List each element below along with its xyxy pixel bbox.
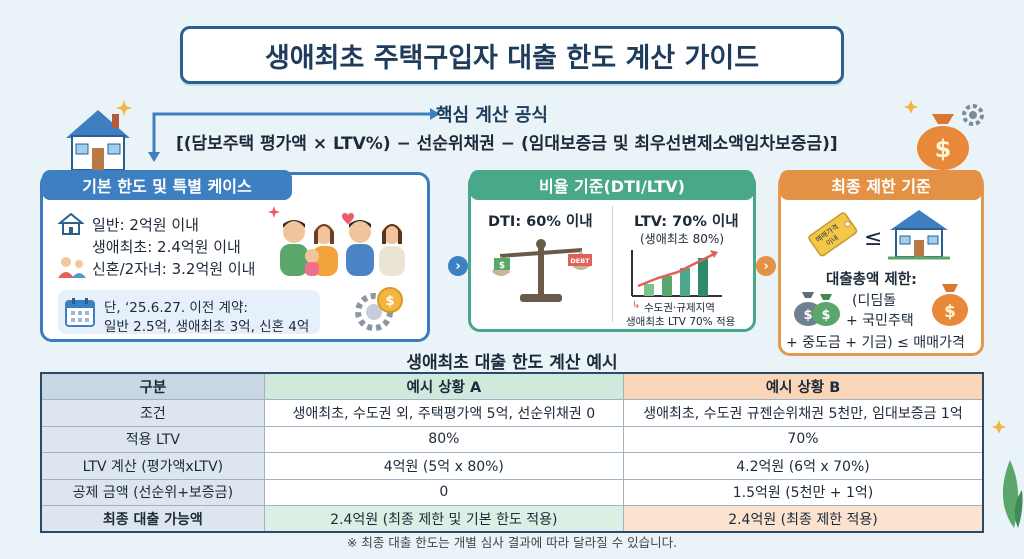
svg-text:$: $ (499, 261, 505, 271)
table-header-case-b: 예시 상황 B (622, 372, 984, 400)
example-table: 구분 예시 상황 A 예시 상황 B 조건 생애최초, 수도권 외, 주택평가액… (40, 372, 984, 533)
leaf-icon (1002, 460, 1023, 528)
table-cell-b: 1.5억원 (5천만 + 1억) (622, 478, 984, 506)
money-bag-icon: $ (917, 114, 969, 170)
table-row: 공제 금액 (선순위+보증금) 0 1.5억원 (5천만 + 1억) (40, 478, 984, 506)
page-title: 생애최초 주택구입자 대출 한도 계산 가이드 (180, 26, 844, 84)
table-cell-b: 생애최초, 수도권 규젠순위채권 5천만, 임대보증금 1억 (622, 399, 984, 427)
sparkle-icon (116, 100, 132, 116)
family-icon (280, 213, 405, 276)
table-cell-a: 2.4억원 (최종 제한 및 기본 한도 적용) (263, 505, 624, 533)
sparkle-icon (992, 420, 1006, 434)
table-cell-label: 적용 LTV (40, 425, 265, 453)
gear-icon (962, 104, 984, 126)
svg-text:$: $ (385, 294, 394, 309)
footnote: ※ 최종 대출 한도는 개별 심사 결과에 따라 달라질 수 있습니다. (346, 535, 678, 550)
money-bag-icon: $ (932, 284, 968, 326)
region-note-line2: 생애최초 LTV 70% 적용 (626, 316, 736, 328)
ltv-sub-label: (생애최초 80%) (640, 232, 725, 246)
svg-text:$: $ (944, 302, 956, 322)
money-bag-icon: $ $ (794, 292, 840, 326)
scale-icon: $ DEBT (492, 239, 592, 302)
sparkle-icon (904, 100, 918, 114)
table-cell-label: 공제 금액 (선순위+보증금) (40, 478, 265, 506)
formula-expression: [(담보주택 평가액 × LTV%) − 선순위채권 − (임대보증금 및 최우… (176, 134, 838, 154)
limit-line3: + 중도금 + 기금) ≤ 매매가격 (786, 335, 965, 351)
limit-line1: (디딤돌 (852, 293, 897, 309)
svg-text:$: $ (803, 308, 812, 323)
basic-limit-header: 기본 한도 및 특별 케이스 (42, 170, 292, 200)
limit-header: 최종 제한 기준 (780, 170, 982, 200)
contract-note-line1: 단, ‘25.6.27. 이전 계약: (104, 300, 248, 316)
table-header-case-a: 예시 상황 A (263, 372, 624, 400)
table-cell-label: 최종 대출 가능액 (40, 505, 265, 533)
table-header-row: 구분 예시 상황 A 예시 상황 B (40, 372, 984, 400)
table-cell-label: LTV 계산 (평가액xLTV) (40, 452, 265, 480)
price-tag-icon: 매매가격 이내 (808, 212, 858, 257)
table-cell-b: 2.4억원 (최종 제한 적용) (622, 505, 984, 533)
formula-heading: 핵심 계산 공식 (436, 105, 548, 126)
family-icon (58, 257, 86, 278)
table-cell-a: 0 (263, 478, 624, 506)
table-cell-a: 생애최초, 수도권 외, 주택평가액 5억, 선순위채권 0 (263, 399, 624, 427)
chevron-right-icon: › (448, 256, 468, 276)
house-icon (58, 212, 84, 235)
table-row: 조건 생애최초, 수도권 외, 주택평가액 5억, 선순위채권 0 생애최초, … (40, 399, 984, 427)
example-title: 생애최초 대출 한도 계산 예시 (406, 353, 618, 373)
sparkle-icon (268, 206, 280, 218)
total-limit-label: 대출총액 제한: (826, 272, 917, 288)
house-icon (888, 210, 950, 260)
less-equal-symbol: ≤ (864, 226, 883, 251)
arrow-icon: ↳ (632, 300, 641, 311)
table-cell-a: 80% (263, 425, 624, 453)
basic-item-general: 일반: 2억원 이내 (92, 216, 199, 234)
table-row: LTV 계산 (평가액xLTV) 4억원 (5억 x 80%) 4.2억원 (6… (40, 452, 984, 480)
chevron-right-icon: › (756, 256, 776, 276)
calendar-icon (65, 298, 95, 327)
debt-label: DEBT (570, 257, 590, 265)
table-row-final: 최종 대출 가능액 2.4억원 (최종 제한 및 기본 한도 적용) 2.4억원… (40, 505, 984, 533)
table-cell-b: 4.2억원 (6억 x 70%) (622, 452, 984, 480)
table-cell-b: 70% (622, 425, 984, 453)
table-cell-a: 4억원 (5억 x 80%) (263, 452, 624, 480)
table-row: 적용 LTV 80% 70% (40, 425, 984, 453)
svg-text:$: $ (821, 308, 830, 323)
region-note-line1: 수도권·규제지역 (644, 302, 715, 314)
basic-item-first-time: 생애최초: 2.4억원 이내 (92, 238, 241, 256)
ratio-divider (612, 206, 613, 322)
limit-line2: + 국민주택 (846, 313, 914, 329)
ratio-header: 비율 기준(DTI/LTV) (470, 170, 754, 200)
bar-chart-icon (631, 250, 722, 297)
basic-item-newlywed: 신혼/2자녀: 3.2억원 이내 (92, 260, 256, 278)
contract-note-box (58, 290, 320, 334)
gear-coin-icon: $ (355, 287, 403, 331)
contract-note-line2: 일반 2.5억, 생애최초 3억, 신혼 4억 (104, 319, 310, 335)
svg-text:$: $ (935, 135, 952, 163)
table-header-category: 구분 (40, 372, 265, 400)
dti-label: DTI: 60% 이내 (488, 214, 593, 230)
ltv-label: LTV: 70% 이내 (634, 214, 739, 230)
flow-arrow (148, 108, 440, 162)
table-cell-label: 조건 (40, 399, 265, 427)
house-icon (66, 110, 130, 171)
